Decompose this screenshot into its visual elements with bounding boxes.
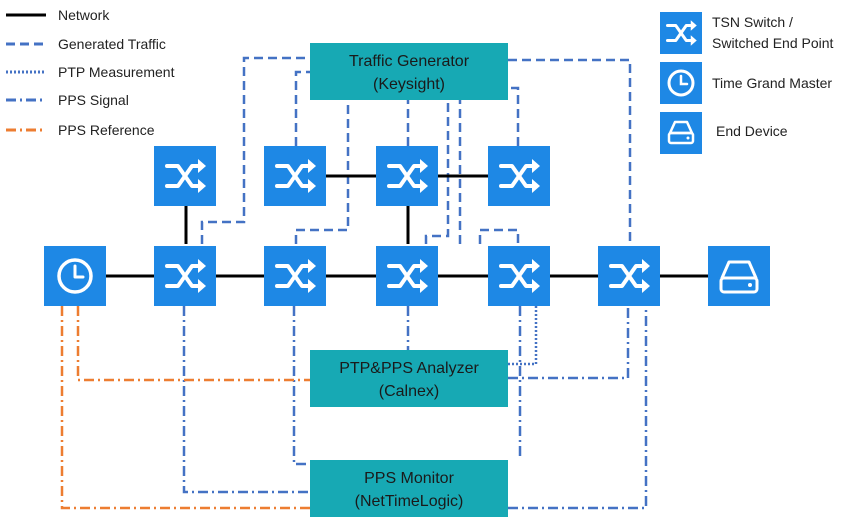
legend-end-device-label: End Device: [716, 123, 788, 139]
pps-monitor-title: PPS Monitor: [364, 470, 454, 487]
tsn-switch-top-1: [154, 146, 216, 206]
traffic-generator-title: Traffic Generator: [349, 53, 470, 70]
legend-grand-master-label: Time Grand Master: [712, 75, 832, 91]
tsn-switch-top-2: [264, 146, 326, 206]
tsn-switch-main-4: [488, 246, 550, 306]
tsn-switch-main-2: [264, 246, 326, 306]
legend-generated-traffic-label: Generated Traffic: [58, 36, 166, 52]
tsn-switch-top-3: [376, 146, 438, 206]
end-device-node: [708, 246, 770, 306]
legend-tsn-switch-label-1: TSN Switch /: [712, 14, 793, 30]
legend-pps-reference-label: PPS Reference: [58, 122, 155, 138]
clock-icon: [57, 258, 93, 294]
pps-monitor-box: PPS Monitor (NetTimeLogic): [310, 460, 508, 517]
legend-grand-master-icon: [660, 62, 702, 104]
analyzer-title: PTP&PPS Analyzer: [339, 360, 479, 377]
traffic-generator-vendor: (Keysight): [373, 76, 445, 93]
legend: Network Generated Traffic PTP Measuremen…: [6, 7, 834, 154]
pps-reference-links: [60, 306, 310, 510]
tsn-switch-main-5: [598, 246, 660, 306]
ptp-pps-analyzer-box: PTP&PPS Analyzer (Calnex): [310, 350, 508, 407]
pps-signal-links: [182, 306, 648, 510]
analyzer-vendor: (Calnex): [379, 383, 439, 400]
grand-master-node: [44, 246, 106, 306]
pps-monitor-vendor: (NetTimeLogic): [355, 493, 464, 510]
legend-ptp-measurement-label: PTP Measurement: [58, 64, 175, 80]
legend-end-device-icon: [660, 112, 702, 154]
legend-pps-signal-label: PPS Signal: [58, 92, 129, 108]
legend-tsn-switch-icon: [660, 12, 702, 54]
tsn-switch-main-3: [376, 246, 438, 306]
legend-network-label: Network: [58, 7, 110, 23]
tsn-switch-main-1: [154, 246, 216, 306]
hard-drive-icon: [719, 260, 759, 294]
generated-traffic-links: [200, 56, 632, 244]
legend-tsn-switch-label-2: Switched End Point: [712, 35, 834, 51]
network-links: [106, 174, 708, 278]
ptp-measurement-link: [508, 306, 538, 366]
tsn-switch-top-4: [488, 146, 550, 206]
traffic-generator-box: Traffic Generator (Keysight): [310, 43, 508, 100]
